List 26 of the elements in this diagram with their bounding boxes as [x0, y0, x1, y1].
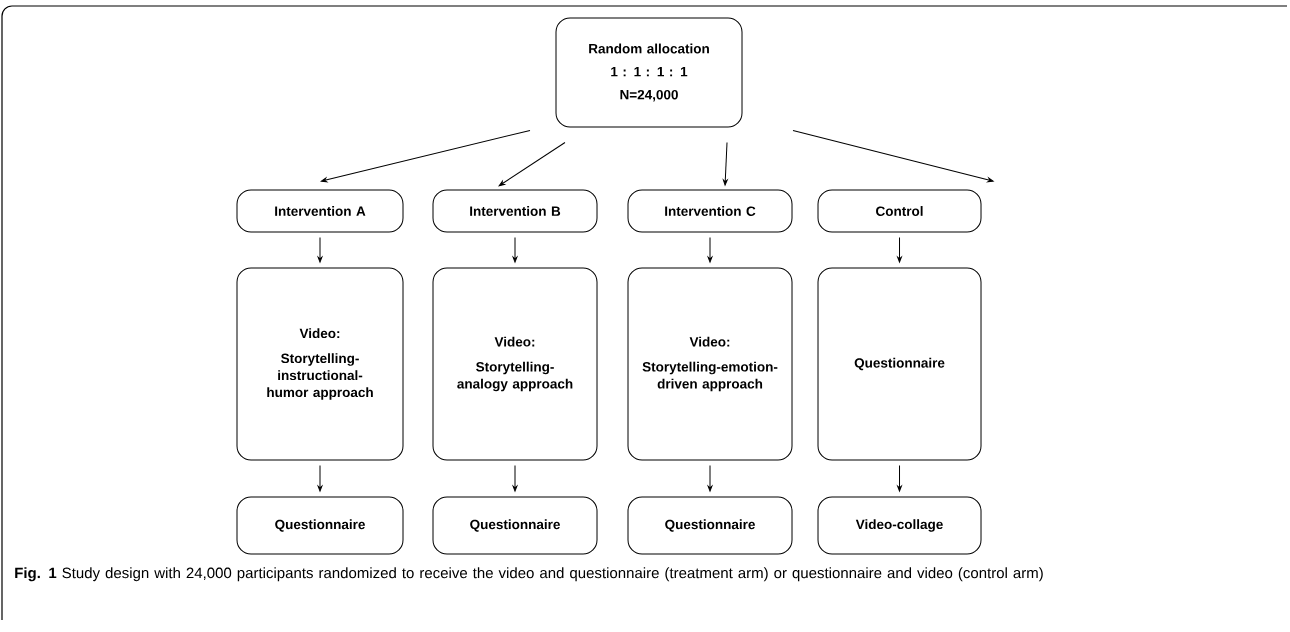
arrow — [320, 130, 531, 183]
process-box: Questionnaire — [236, 496, 404, 555]
process-box: Questionnaire — [627, 496, 793, 555]
arrow — [722, 142, 728, 186]
process-box: Video: Storytelling-analogy approach — [432, 267, 598, 461]
process-box: Random allocation 1 : 1 : 1 : 1 N=24,000 — [555, 17, 743, 128]
arrow — [317, 465, 323, 492]
process-box: Video: Storytelling-instructional-humor approach — [236, 267, 404, 461]
arrow — [792, 130, 994, 183]
process-box: Intervention B — [432, 189, 598, 233]
process-box: Intervention A — [236, 189, 404, 233]
arrow — [512, 237, 518, 263]
arrow — [498, 142, 566, 187]
process-box: Intervention C — [627, 189, 793, 233]
arrow — [317, 237, 323, 263]
caption: Fig. 1 Study design with 24,000 participants randomized to receive the video and questionnaire (treatment arm) or questionnaire and video (control arm) — [15, 567, 1043, 582]
process-box: Video-collage — [817, 496, 982, 555]
process-box: Questionnaire — [817, 267, 982, 461]
process-box: Video: Storytelling-emotion-driven approach — [627, 267, 793, 461]
arrow — [707, 465, 713, 492]
process-box: Control — [817, 189, 982, 233]
arrow — [707, 237, 713, 263]
arrow — [897, 465, 902, 492]
arrow — [897, 237, 902, 263]
process-box: Questionnaire — [432, 496, 598, 555]
arrow — [512, 465, 518, 492]
